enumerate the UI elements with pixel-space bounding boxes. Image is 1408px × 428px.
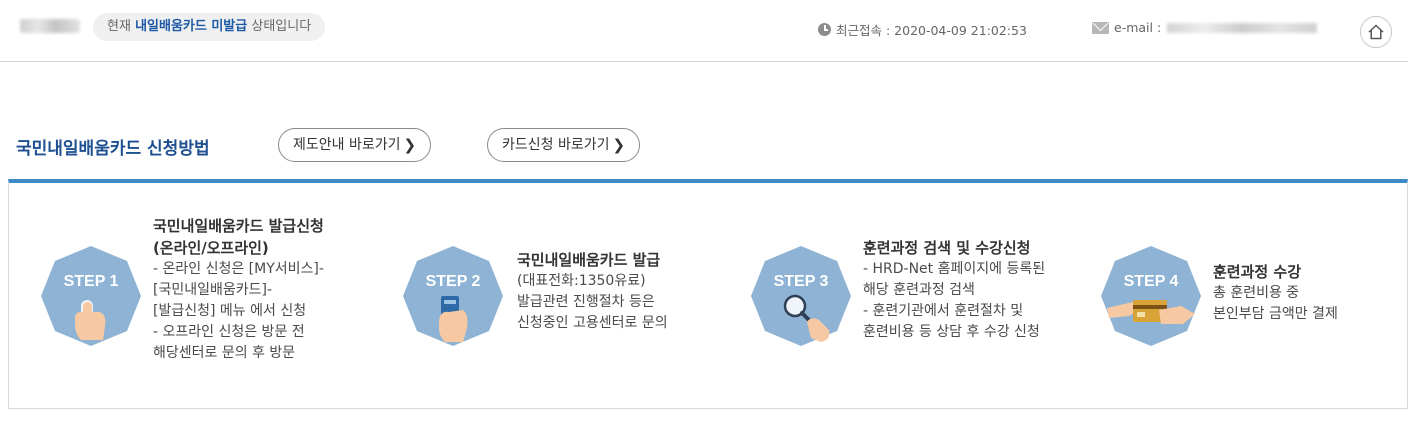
step-3-label: STEP 3 <box>774 273 829 290</box>
clock-icon <box>818 23 831 36</box>
step-4-title: 훈련과정 수강 <box>1213 263 1302 281</box>
policy-guide-button[interactable]: 제도안내 바로가기 ❯ <box>278 128 432 162</box>
step-2-title: 국민내일배움카드 발급 <box>517 251 661 269</box>
card-status-pill: 현재 내일배움카드 미발급 상태입니다 <box>93 13 326 41</box>
chevron-right-icon: ❯ <box>403 136 417 154</box>
mail-icon <box>1092 21 1109 34</box>
step-1: STEP 1 국민내일배움카드 발급신청 (온라인/오프라인) - 온라인 신청… <box>9 183 369 409</box>
status-prefix: 현재 <box>107 19 131 34</box>
step-2-badge: STEP 2 <box>401 244 505 348</box>
email-value-blurred <box>1167 22 1318 33</box>
step-3: STEP 3 훈련과정 검색 및 수강신청 - HRD-Net 홈페이지에 등록… <box>719 183 1069 409</box>
step-3-text: 훈련과정 검색 및 수강신청 - HRD-Net 홈페이지에 등록된 해당 훈련… <box>863 237 1045 343</box>
step-3-line: - 훈련기관에서 훈련절차 및 <box>863 303 1024 319</box>
step-3-line: - HRD-Net 홈페이지에 등록된 <box>863 261 1046 277</box>
step-4-line: 본인부담 금액만 결제 <box>1213 306 1338 322</box>
step-3-line: 해당 훈련과정 검색 <box>863 282 975 298</box>
step-1-line: 해당센터로 문의 후 방문 <box>153 345 296 361</box>
user-name-blurred <box>20 19 80 33</box>
email-label: e-mail : <box>1114 20 1162 35</box>
card-apply-button[interactable]: 카드신청 바로가기 ❯ <box>487 128 641 162</box>
step-4-label: STEP 4 <box>1124 273 1179 290</box>
step-2: STEP 2 국민내일배움카드 발급 (대표전화:1350유료) 발급관련 진행… <box>369 183 719 409</box>
policy-guide-label: 제도안내 바로가기 <box>293 137 401 153</box>
card-payment-icon <box>1107 300 1195 324</box>
step-4-line: 총 훈련비용 중 <box>1213 285 1300 301</box>
last-access-info: 최근접속 : 2020-04-09 21:02:53 <box>818 20 1027 39</box>
step-2-line: 발급관련 진행절차 등은 <box>517 294 655 310</box>
step-1-line: [발급신청] 메뉴 에서 신청 <box>153 303 307 319</box>
step-2-text: 국민내일배움카드 발급 (대표전화:1350유료) 발급관련 진행절차 등은 신… <box>517 249 668 334</box>
steps-panel: STEP 1 국민내일배움카드 발급신청 (온라인/오프라인) - 온라인 신청… <box>8 179 1408 409</box>
step-3-title: 훈련과정 검색 및 수강신청 <box>863 239 1031 257</box>
step-2-line: 신청중인 고용센터로 문의 <box>517 315 668 331</box>
chevron-right-icon: ❯ <box>612 136 626 154</box>
step-4-badge: STEP 4 <box>1099 244 1203 348</box>
section-title: 국민내일배움카드 신청방법 <box>16 139 210 159</box>
home-button[interactable] <box>1360 16 1392 48</box>
top-bar: 현재 내일배움카드 미발급 상태입니다 최근접속 : 2020-04-09 21… <box>0 0 1408 62</box>
step-1-line: [국민내일배움카드]- <box>153 282 273 298</box>
email-info: e-mail : <box>1092 20 1318 35</box>
step-1-line: - 온라인 신청은 [MY서비스]- <box>153 261 324 277</box>
status-suffix: 상태입니다 <box>251 19 312 34</box>
home-icon <box>1368 24 1384 40</box>
step-3-line: 훈련비용 등 상담 후 수강 신청 <box>863 324 1040 340</box>
step-4: STEP 4 훈련과정 수강 총 훈련비용 중 본인부담 금액만 결제 <box>1069 183 1407 409</box>
magnifier-icon <box>783 294 830 342</box>
step-3-badge: STEP 3 <box>749 244 853 348</box>
step-1-subtitle: (온라인/오프라인) <box>153 239 269 257</box>
step-1-label: STEP 1 <box>64 273 119 290</box>
step-2-label: STEP 2 <box>426 273 481 290</box>
step-2-line: (대표전화:1350유료) <box>517 273 646 289</box>
step-1-text: 국민내일배움카드 발급신청 (온라인/오프라인) - 온라인 신청은 [MY서비… <box>153 215 324 364</box>
step-4-text: 훈련과정 수강 총 훈련비용 중 본인부담 금액만 결제 <box>1213 261 1338 325</box>
hand-tap-icon <box>75 300 106 340</box>
step-1-line: - 오프라인 신청은 방문 전 <box>153 324 305 340</box>
step-1-badge: STEP 1 <box>39 244 143 348</box>
status-highlight: 내일배움카드 미발급 <box>135 19 248 34</box>
card-apply-label: 카드신청 바로가기 <box>502 137 610 153</box>
card-in-hand-icon <box>439 296 468 342</box>
step-1-title: 국민내일배움카드 발급신청 <box>153 217 324 235</box>
last-access-text: 최근접속 : 2020-04-09 21:02:53 <box>836 23 1027 38</box>
